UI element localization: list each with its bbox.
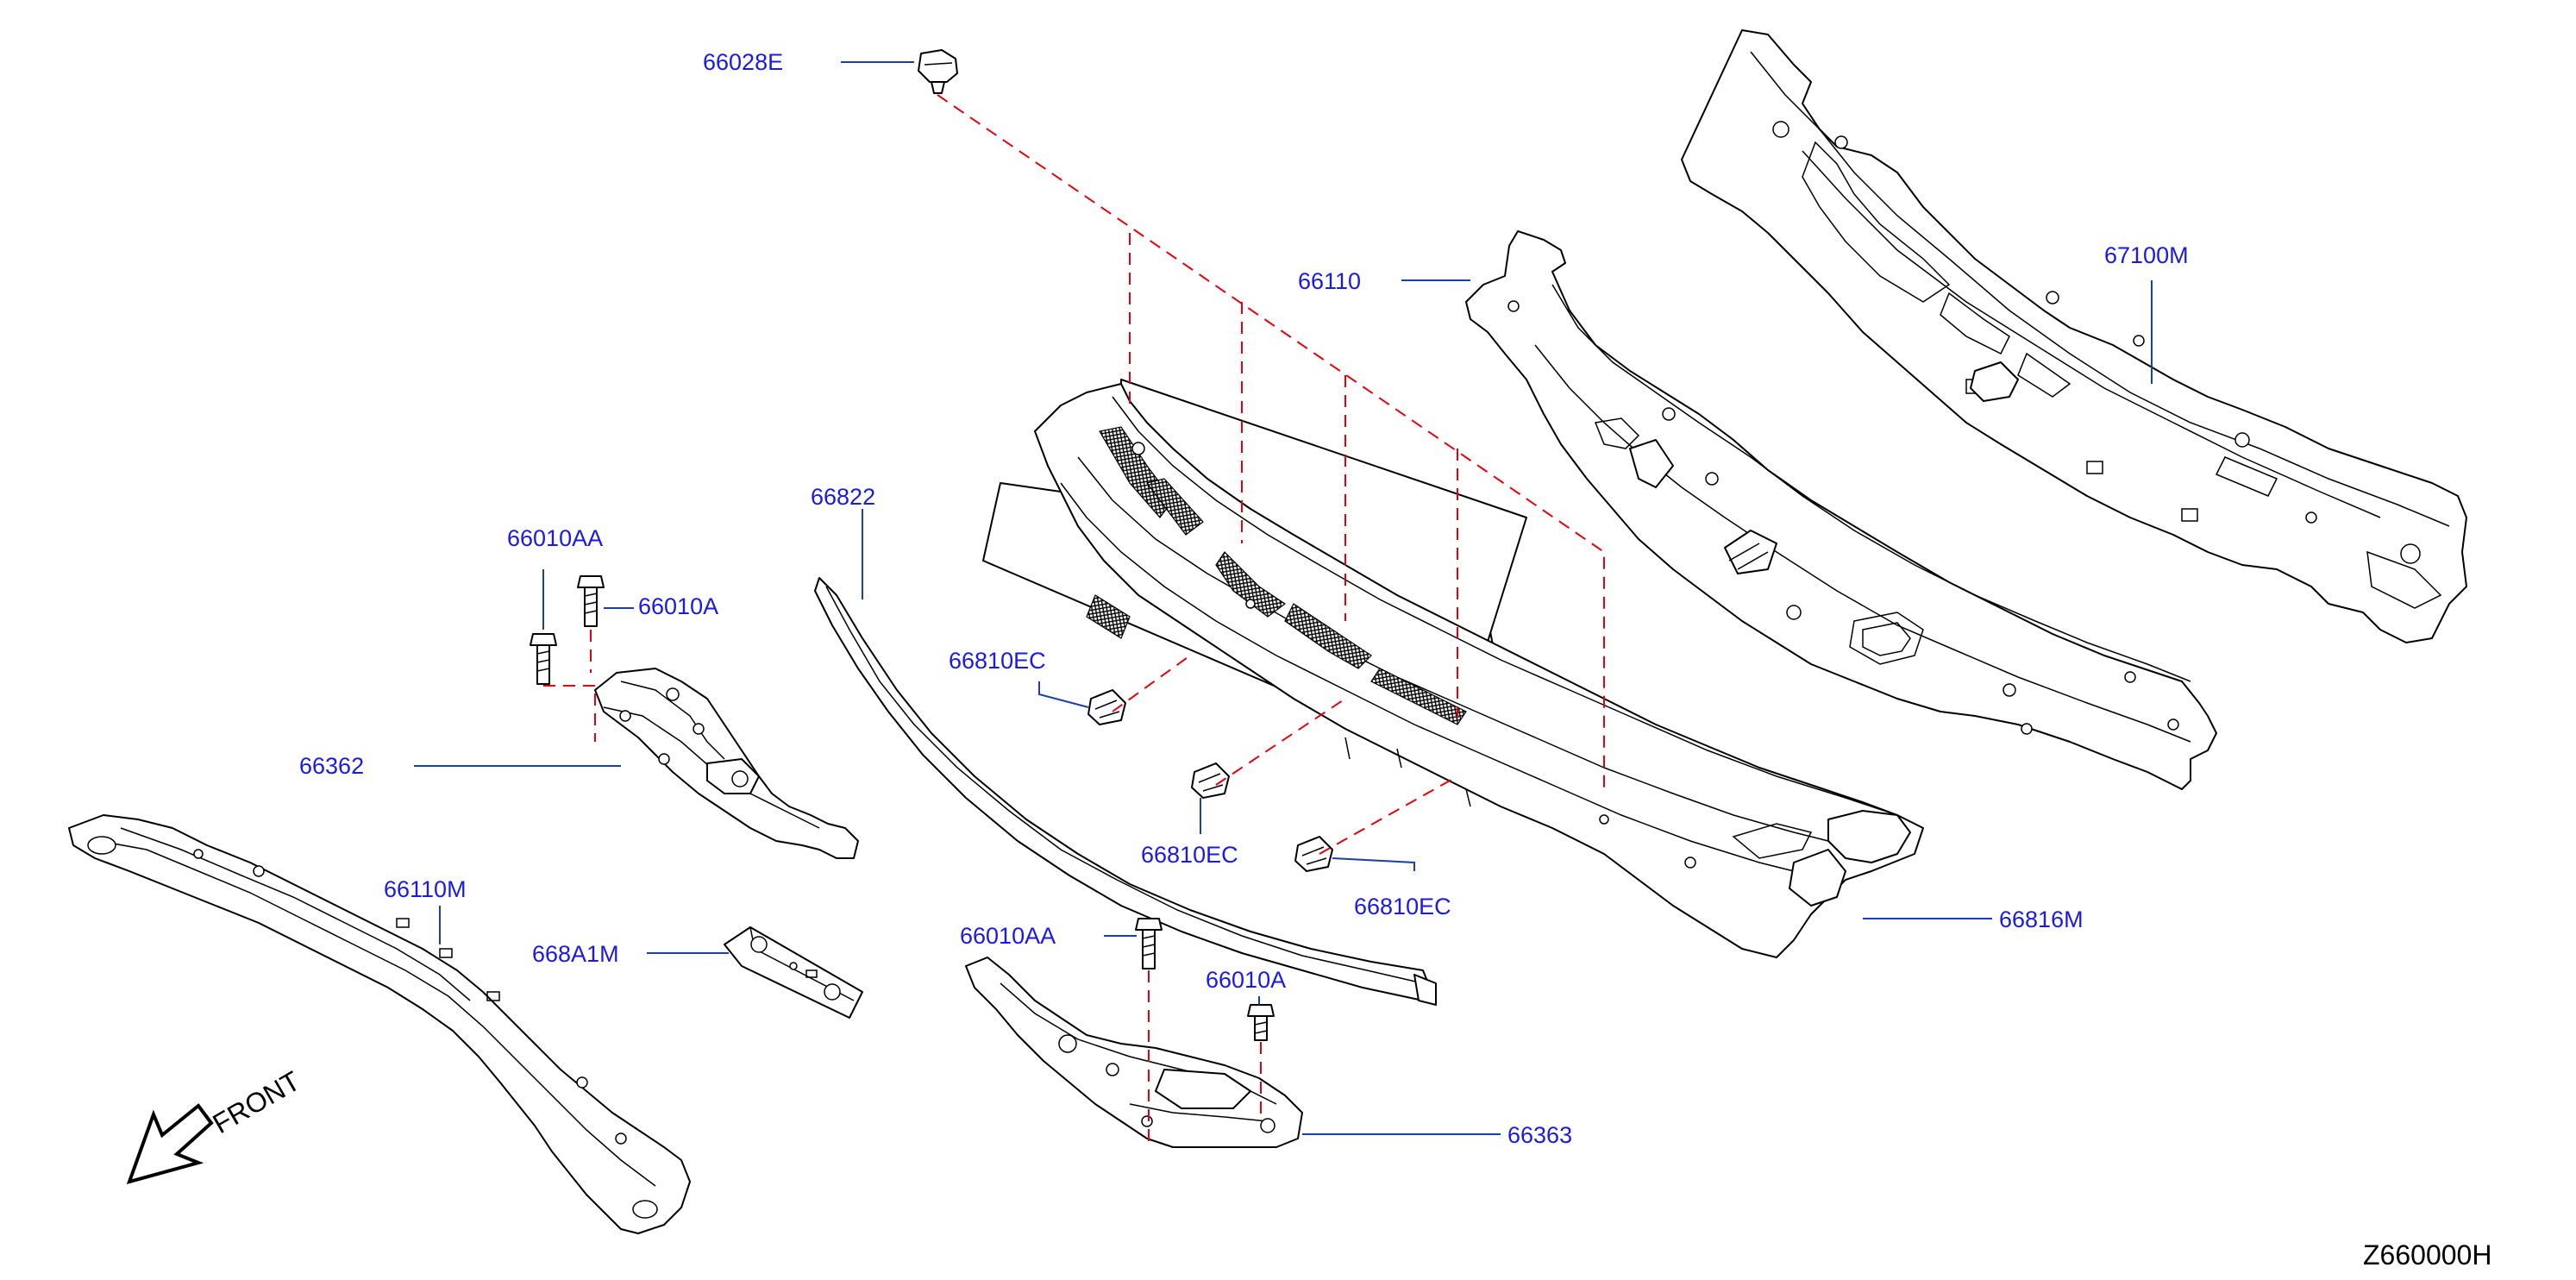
label-668A1M[interactable]: 668A1M bbox=[532, 941, 619, 967]
label-66362[interactable]: 66362 bbox=[299, 753, 364, 779]
bolt-66010A-bottom[interactable] bbox=[1247, 1004, 1275, 1041]
label-66010A-bottom[interactable]: 66010A bbox=[1206, 967, 1286, 993]
label-66028E[interactable]: 66028E bbox=[703, 49, 783, 75]
cowl-top-panel-66110[interactable] bbox=[1465, 230, 2217, 790]
label-66810EC-3[interactable]: 66810EC bbox=[1354, 894, 1451, 919]
bolt-66010AA-top[interactable] bbox=[530, 633, 557, 685]
front-label: FRONT bbox=[208, 1065, 305, 1139]
bracket-66362[interactable] bbox=[594, 668, 859, 859]
label-66810EC-2[interactable]: 66810EC bbox=[1141, 842, 1238, 868]
label-66110[interactable]: 66110 bbox=[1298, 268, 1361, 294]
assembly-guide-lines bbox=[543, 94, 1605, 1143]
label-66816M[interactable]: 66816M bbox=[1999, 907, 2084, 932]
label-66010AA-top[interactable]: 66010AA bbox=[507, 525, 603, 551]
label-66363[interactable]: 66363 bbox=[1507, 1122, 1572, 1148]
cowl-top-grille-66816M[interactable] bbox=[982, 379, 1924, 958]
clip-66810EC-1[interactable] bbox=[1087, 689, 1126, 725]
bolt-66010A-top[interactable] bbox=[577, 575, 605, 627]
label-66810EC-1[interactable]: 66810EC bbox=[949, 648, 1046, 674]
front-indicator: FRONT bbox=[126, 1065, 305, 1184]
clip-66810EC-2[interactable] bbox=[1191, 762, 1230, 799]
clip-66028E[interactable] bbox=[918, 49, 958, 94]
seal-strip-66822[interactable] bbox=[814, 577, 1437, 1006]
plate-668A1M[interactable] bbox=[724, 926, 863, 1019]
bracket-66363[interactable] bbox=[965, 957, 1303, 1148]
cross-member-66110M[interactable] bbox=[68, 814, 691, 1234]
front-arrow-icon bbox=[126, 1103, 214, 1184]
diagram-id: Z660000H bbox=[2363, 1239, 2491, 1271]
label-66822[interactable]: 66822 bbox=[811, 484, 875, 510]
label-67100M[interactable]: 67100M bbox=[2104, 242, 2189, 268]
dash-panel-upper-67100M[interactable] bbox=[1681, 29, 2467, 643]
clip-66810EC-3[interactable] bbox=[1294, 836, 1333, 872]
leader-lines bbox=[414, 61, 2153, 1135]
bolt-66010AA-bottom[interactable] bbox=[1135, 918, 1163, 969]
part-labels: 66028E 67100M 66110 66822 66010AA 66010A… bbox=[299, 49, 2189, 1148]
label-66010AA-bottom[interactable]: 66010AA bbox=[960, 923, 1056, 949]
label-66110M[interactable]: 66110M bbox=[384, 876, 467, 902]
label-66010A-top[interactable]: 66010A bbox=[638, 593, 718, 619]
